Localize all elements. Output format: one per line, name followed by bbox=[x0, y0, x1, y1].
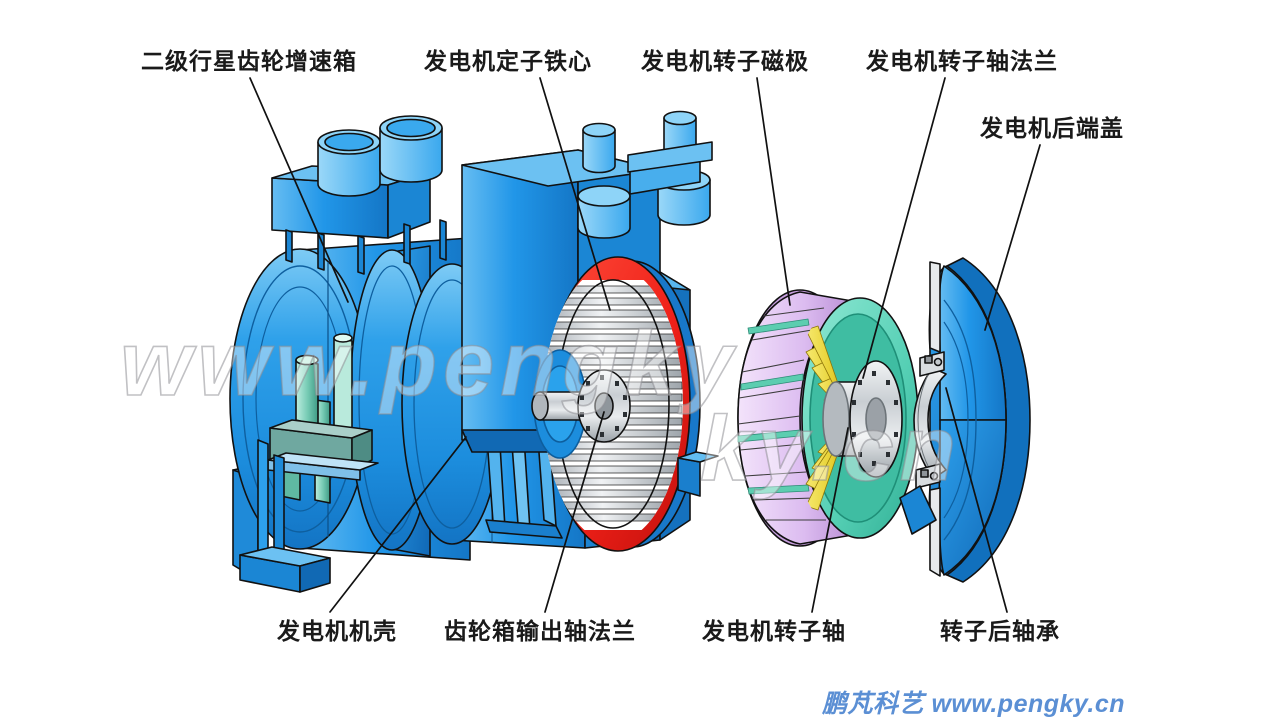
label-rotor-magnet: 发电机转子磁极 bbox=[641, 49, 809, 74]
stator-core bbox=[533, 256, 701, 552]
leader-line-rotor-magnet bbox=[756, 77, 791, 306]
leader-line-rotor-shaft bbox=[811, 427, 849, 613]
label-stator-core: 发电机定子铁心 bbox=[424, 49, 592, 74]
watermark-text-line1: www.pengky bbox=[120, 313, 739, 415]
rotor-assembly bbox=[737, 289, 919, 547]
rotor-shaft-flange bbox=[849, 360, 903, 478]
brand-watermark: 鹏芃科艺 www.pengky.cn bbox=[822, 690, 1126, 718]
leader-line-rear-bearing bbox=[945, 387, 1008, 613]
rotor-magnet-poles bbox=[737, 291, 859, 545]
case-right-foot bbox=[677, 451, 719, 497]
gearbox-stand bbox=[239, 439, 331, 593]
label-generator-case: 发电机机壳 bbox=[277, 619, 397, 644]
leader-line-rear-cover bbox=[984, 144, 1041, 331]
watermark-text-line2: ky.cn bbox=[700, 398, 962, 500]
gearbox-output-flange bbox=[577, 369, 631, 443]
leader-line-stator-core bbox=[539, 77, 611, 311]
leader-line-gearbox bbox=[249, 77, 349, 303]
leader-line-generator-case bbox=[329, 436, 467, 613]
label-gearbox-flange: 齿轮箱输出轴法兰 bbox=[444, 619, 636, 644]
label-rotor-flange: 发电机转子轴法兰 bbox=[866, 49, 1058, 74]
leader-line-rotor-flange bbox=[862, 77, 946, 379]
gearbox-right-bolts bbox=[577, 110, 713, 239]
label-rear-cover: 发电机后端盖 bbox=[980, 116, 1124, 141]
rear-bearing bbox=[913, 351, 947, 489]
leader-line-gearbox-flange bbox=[544, 411, 605, 613]
gearbox-top-cylinders bbox=[317, 115, 443, 197]
rear-end-cover bbox=[928, 257, 1031, 583]
cover-lower-tab bbox=[899, 485, 937, 535]
label-rotor-shaft: 发电机转子轴 bbox=[702, 619, 846, 644]
label-rear-bearing: 转子后轴承 bbox=[940, 619, 1060, 644]
label-gearbox: 二级行星齿轮增速箱 bbox=[141, 49, 357, 74]
